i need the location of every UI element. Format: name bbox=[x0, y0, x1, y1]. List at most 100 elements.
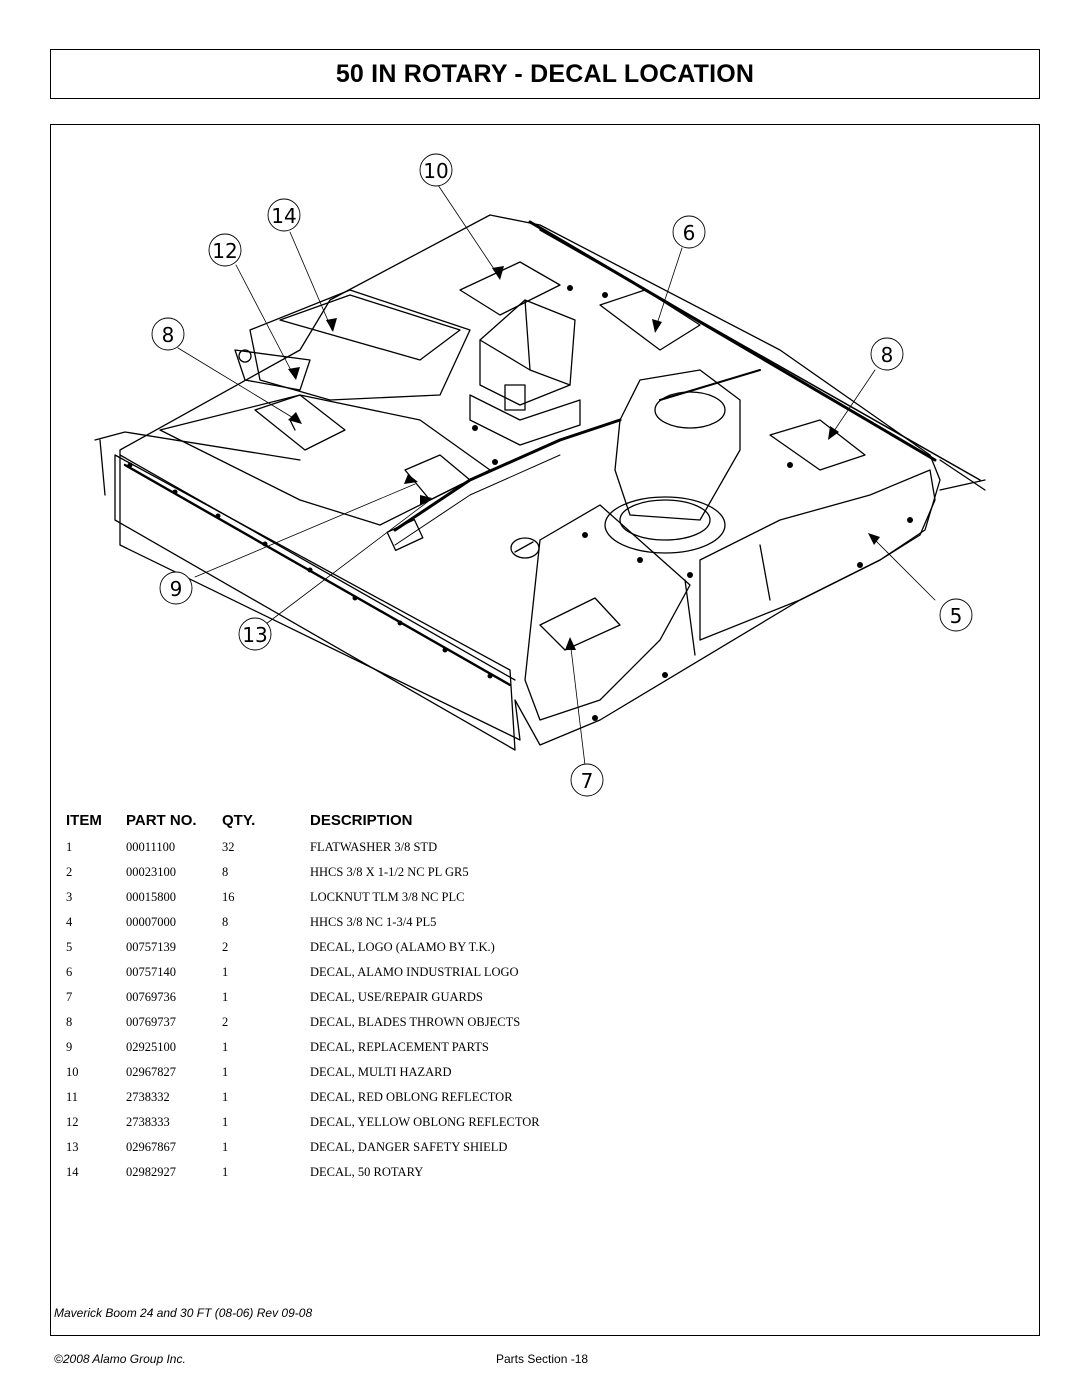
header-description: DESCRIPTION bbox=[310, 812, 413, 829]
header-part: PART NO. bbox=[126, 812, 197, 829]
header-qty: QTY. bbox=[222, 812, 256, 829]
cell-qty: 1 bbox=[222, 1140, 229, 1154]
flap-bolts bbox=[127, 462, 493, 679]
cell-desc: DECAL, BLADES THROWN OBJECTS bbox=[310, 1015, 521, 1029]
cell-qty: 1 bbox=[222, 1115, 229, 1129]
cell-desc: DECAL, RED OBLONG REFLECTOR bbox=[310, 1090, 513, 1104]
callout-label: 6 bbox=[683, 221, 696, 245]
cell-part: 2738332 bbox=[126, 1090, 170, 1104]
cell-desc: DECAL, MULTI HAZARD bbox=[310, 1065, 452, 1079]
callouts bbox=[151, 153, 973, 797]
deck-outline bbox=[119, 214, 941, 746]
cell-desc: HHCS 3/8 NC 1-3/4 PL5 bbox=[310, 915, 437, 929]
cell-desc: DECAL, 50 ROTARY bbox=[310, 1165, 424, 1179]
cell-part: 00011100 bbox=[126, 840, 176, 854]
cell-item: 7 bbox=[66, 990, 73, 1004]
cell-item: 5 bbox=[66, 940, 73, 954]
cell-part: 00757139 bbox=[126, 940, 176, 954]
decal-8-right bbox=[769, 419, 866, 471]
cell-desc: DECAL, DANGER SAFETY SHIELD bbox=[310, 1140, 508, 1154]
table-row: 5 00757139 2 DECAL, LOGO (ALAMO BY T.K.) bbox=[0, 940, 1080, 965]
gearbox bbox=[479, 299, 576, 406]
mower-diagram: 10 14 12 6 8 8 9 13 5 7 bbox=[94, 153, 986, 797]
driveshaft bbox=[393, 418, 622, 532]
title-box: 50 IN ROTARY - DECAL LOCATION bbox=[50, 49, 1040, 99]
decal-7 bbox=[539, 597, 621, 651]
cell-part: 00015800 bbox=[126, 890, 176, 904]
cell-item: 11 bbox=[66, 1090, 79, 1104]
cell-desc: DECAL, LOGO (ALAMO BY T.K.) bbox=[310, 940, 495, 954]
decal-10 bbox=[459, 261, 561, 316]
section-number: Parts Section -18 bbox=[496, 1352, 589, 1366]
table-row: 6 00757140 1 DECAL, ALAMO INDUSTRIAL LOGO bbox=[0, 965, 1080, 990]
table-row: 9 02925100 1 DECAL, REPLACEMENT PARTS bbox=[0, 1040, 1080, 1065]
callout-label: 9 bbox=[170, 577, 183, 601]
cell-qty: 2 bbox=[222, 1015, 229, 1029]
decal-12 bbox=[289, 419, 296, 431]
cell-item: 9 bbox=[66, 1040, 73, 1054]
cell-part: 02967867 bbox=[126, 1140, 176, 1154]
cell-item: 12 bbox=[66, 1115, 79, 1129]
callout-label: 12 bbox=[212, 239, 237, 263]
callout-label: 10 bbox=[423, 159, 448, 183]
leader-lines bbox=[177, 181, 936, 766]
callout-label: 7 bbox=[581, 769, 594, 793]
cell-qty: 1 bbox=[222, 965, 229, 979]
cell-desc: DECAL, ALAMO INDUSTRIAL LOGO bbox=[310, 965, 519, 979]
decal-8-left bbox=[254, 394, 346, 451]
cell-part: 2738333 bbox=[126, 1115, 170, 1129]
page-title: 50 IN ROTARY - DECAL LOCATION bbox=[335, 59, 755, 88]
cell-part: 00007000 bbox=[126, 915, 176, 929]
cell-part: 00769737 bbox=[126, 1015, 176, 1029]
cell-qty: 1 bbox=[222, 1165, 229, 1179]
content-frame bbox=[50, 124, 1040, 1336]
callout-label: 13 bbox=[242, 623, 267, 647]
table-row: 7 00769736 1 DECAL, USE/REPAIR GUARDS bbox=[0, 990, 1080, 1015]
spindle-tower bbox=[614, 369, 741, 521]
decal-9-13 bbox=[404, 454, 471, 501]
cell-item: 13 bbox=[66, 1140, 79, 1154]
cell-part: 00023100 bbox=[126, 865, 176, 879]
callout-label: 8 bbox=[881, 343, 894, 367]
table-row: 13 02967867 1 DECAL, DANGER SAFETY SHIELD bbox=[0, 1140, 1080, 1165]
cell-part: 00769736 bbox=[126, 990, 176, 1004]
rear-rail bbox=[528, 220, 937, 462]
cell-qty: 1 bbox=[222, 1040, 229, 1054]
cell-qty: 1 bbox=[222, 1090, 229, 1104]
cell-qty: 2 bbox=[222, 940, 229, 954]
copyright: ©2008 Alamo Group Inc. bbox=[54, 1352, 186, 1366]
cell-part: 02967827 bbox=[126, 1065, 176, 1079]
cell-desc: LOCKNUT TLM 3/8 NC PLC bbox=[310, 890, 465, 904]
cell-item: 4 bbox=[66, 915, 73, 929]
cell-qty: 16 bbox=[222, 890, 235, 904]
cell-part: 02925100 bbox=[126, 1040, 176, 1054]
table-row: 1 00011100 32 FLATWASHER 3/8 STD bbox=[0, 840, 1080, 865]
cell-item: 6 bbox=[66, 965, 73, 979]
cell-qty: 32 bbox=[222, 840, 235, 854]
cell-desc: DECAL, REPLACEMENT PARTS bbox=[310, 1040, 489, 1054]
callout-label: 5 bbox=[950, 604, 963, 628]
table-row: 4 00007000 8 HHCS 3/8 NC 1-3/4 PL5 bbox=[0, 915, 1080, 940]
cell-qty: 1 bbox=[222, 990, 229, 1004]
cell-desc: DECAL, USE/REPAIR GUARDS bbox=[310, 990, 483, 1004]
table-row: 11 2738332 1 DECAL, RED OBLONG REFLECTOR bbox=[0, 1090, 1080, 1115]
cell-desc: FLATWASHER 3/8 STD bbox=[310, 840, 438, 854]
cell-part: 02982927 bbox=[126, 1165, 176, 1179]
cell-item: 1 bbox=[66, 840, 73, 854]
decal-6 bbox=[599, 289, 701, 351]
table-row: 14 02982927 1 DECAL, 50 ROTARY bbox=[0, 1165, 1080, 1190]
cell-part: 00757140 bbox=[126, 965, 176, 979]
cell-desc: HHCS 3/8 X 1-1/2 NC PL GR5 bbox=[310, 865, 469, 879]
callout-label: 8 bbox=[162, 323, 175, 347]
decal-14 bbox=[279, 294, 461, 361]
header-item: ITEM bbox=[66, 812, 102, 829]
cell-item: 14 bbox=[66, 1165, 79, 1179]
cell-qty: 8 bbox=[222, 915, 229, 929]
front-flap bbox=[114, 454, 516, 751]
cell-qty: 8 bbox=[222, 865, 229, 879]
